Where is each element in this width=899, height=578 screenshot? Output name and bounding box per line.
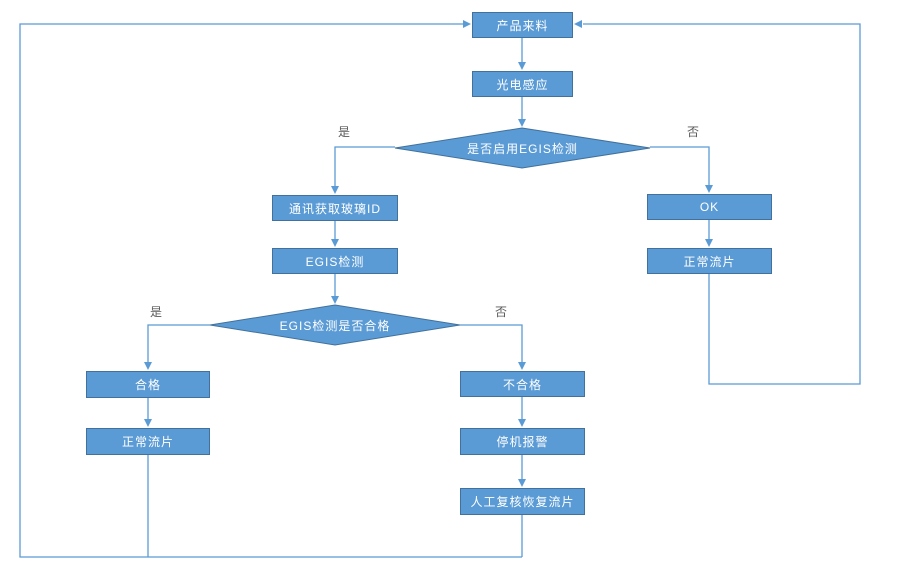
node-get-glass-id: 通讯获取玻璃ID	[272, 195, 398, 221]
decision-egis-pass-shape	[209, 304, 461, 346]
arrowhead	[705, 185, 713, 193]
node-manual-review: 人工复核恢复流片	[460, 488, 585, 515]
edge-decision1-yes	[334, 146, 395, 187]
arrowhead	[574, 20, 582, 28]
node-photo-sensor: 光电感应	[472, 71, 573, 97]
edge-label-egis-pass-yes: 是	[150, 305, 163, 319]
arrowhead	[144, 419, 152, 427]
arrowhead	[463, 20, 471, 28]
arrowhead	[331, 296, 339, 304]
node-normal-flow-left: 正常流片	[86, 428, 210, 455]
arrowhead	[705, 239, 713, 247]
edge-decision2-no	[460, 324, 523, 363]
edge-decision2-yes	[147, 324, 210, 363]
arrowhead	[518, 362, 526, 370]
decision-egis-enabled-shape	[394, 127, 651, 169]
node-normal-flow-right: 正常流片	[647, 248, 772, 274]
edge-label-egis-enabled-yes: 是	[338, 125, 351, 139]
node-stop-alarm: 停机报警	[460, 428, 585, 455]
edge-decision1-no	[650, 146, 710, 186]
node-qualified: 合格	[86, 371, 210, 398]
arrowhead	[331, 239, 339, 247]
edge-right-loop	[583, 23, 861, 385]
arrowhead	[518, 419, 526, 427]
node-product-incoming: 产品来料	[472, 12, 573, 38]
node-unqualified: 不合格	[460, 371, 585, 397]
edge-left-loop	[19, 23, 522, 558]
edge-label-egis-pass-no: 否	[495, 305, 508, 319]
arrowhead	[518, 479, 526, 487]
node-ok: OK	[647, 194, 772, 220]
edge-label-egis-enabled-no: 否	[687, 125, 700, 139]
node-egis-inspection: EGIS检测	[272, 248, 398, 274]
arrowhead	[518, 62, 526, 70]
arrowhead	[331, 186, 339, 194]
arrowhead	[144, 362, 152, 370]
arrowhead	[518, 119, 526, 127]
